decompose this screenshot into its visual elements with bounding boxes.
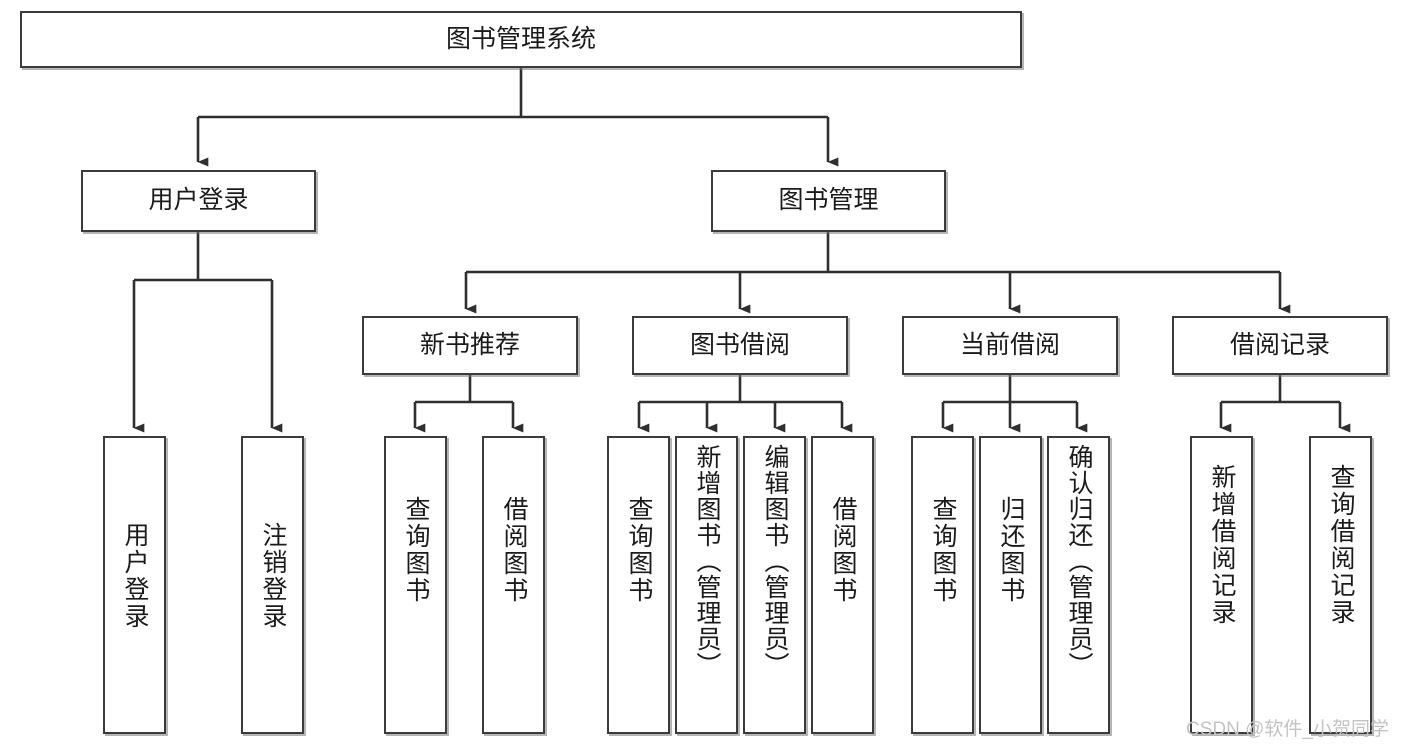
node-leaf-query-borrow-record[interactable]: 查询借阅记录 bbox=[1309, 436, 1372, 734]
node-label: 查询图书 bbox=[929, 496, 957, 604]
node-label: 新书推荐 bbox=[419, 330, 520, 359]
node-leaf-borrow-book-recommend[interactable]: 借阅图书 bbox=[482, 436, 545, 734]
node-label: 图书借阅 bbox=[689, 330, 790, 359]
node-label: 注销登录 bbox=[259, 522, 287, 630]
node-label: 查询借阅记录 bbox=[1327, 464, 1355, 626]
node-label: 图书管理系统 bbox=[445, 24, 596, 53]
node-user-login[interactable]: 用户登录 bbox=[81, 170, 316, 232]
node-label: 新增图书（管理员） bbox=[693, 444, 721, 678]
node-label: 当前借阅 bbox=[959, 330, 1060, 359]
node-book-borrow[interactable]: 图书借阅 bbox=[632, 316, 848, 375]
node-label: 用户登录 bbox=[148, 186, 249, 215]
node-current-borrow[interactable]: 当前借阅 bbox=[902, 316, 1118, 375]
csdn-watermark: CSDN @软件_小贺同学 bbox=[1186, 719, 1389, 740]
node-label: 借阅图书 bbox=[500, 496, 528, 604]
node-label: 查询图书 bbox=[625, 496, 653, 604]
node-leaf-logout[interactable]: 注销登录 bbox=[241, 436, 304, 734]
node-label: 借阅图书 bbox=[829, 496, 857, 604]
node-leaf-query-book-current[interactable]: 查询图书 bbox=[911, 436, 974, 734]
node-root-system[interactable]: 图书管理系统 bbox=[20, 11, 1022, 68]
node-leaf-borrow-book[interactable]: 借阅图书 bbox=[811, 436, 874, 734]
node-label: 用户登录 bbox=[121, 522, 149, 630]
node-leaf-add-book-admin[interactable]: 新增图书（管理员） bbox=[675, 436, 738, 734]
node-leaf-query-book-recommend[interactable]: 查询图书 bbox=[384, 436, 447, 734]
node-label: 借阅记录 bbox=[1229, 330, 1330, 359]
node-leaf-add-borrow-record[interactable]: 新增借阅记录 bbox=[1190, 436, 1253, 734]
node-leaf-query-book-borrow[interactable]: 查询图书 bbox=[607, 436, 670, 734]
node-leaf-edit-book-admin[interactable]: 编辑图书（管理员） bbox=[743, 436, 806, 734]
node-label: 确认归还（管理员） bbox=[1065, 444, 1093, 678]
node-book-management[interactable]: 图书管理 bbox=[711, 170, 946, 232]
node-new-book-recommend[interactable]: 新书推荐 bbox=[362, 316, 578, 375]
node-label: 图书管理 bbox=[778, 186, 879, 215]
node-leaf-confirm-return-admin[interactable]: 确认归还（管理员） bbox=[1047, 436, 1110, 734]
node-label: 归还图书 bbox=[997, 496, 1025, 604]
node-label: 新增借阅记录 bbox=[1208, 464, 1236, 626]
node-label: 编辑图书（管理员） bbox=[761, 444, 789, 678]
node-leaf-user-login[interactable]: 用户登录 bbox=[103, 436, 166, 734]
node-label: 查询图书 bbox=[402, 496, 430, 604]
node-leaf-return-book[interactable]: 归还图书 bbox=[979, 436, 1042, 734]
node-borrow-record[interactable]: 借阅记录 bbox=[1172, 316, 1388, 375]
